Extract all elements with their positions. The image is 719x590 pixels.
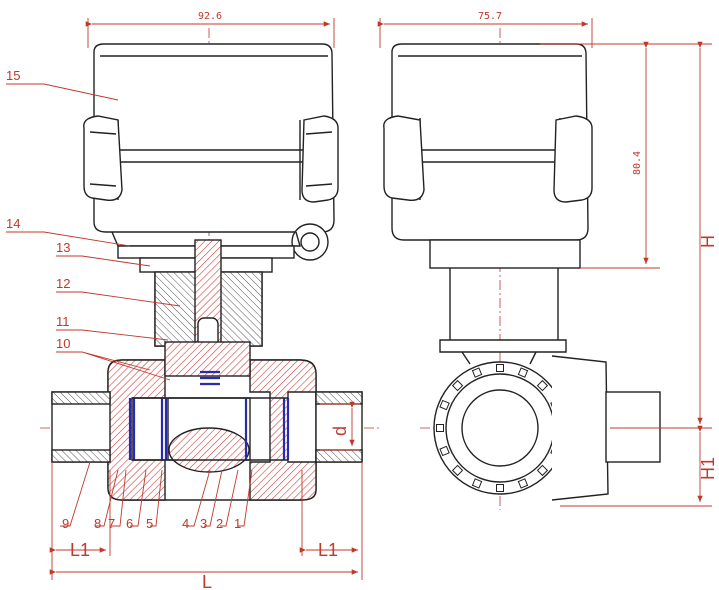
ring-bolt (451, 379, 464, 392)
dim-end-left: L1 (70, 540, 90, 560)
dim-end-right: L1 (318, 540, 338, 560)
dim-front-width: 92.6 (198, 11, 222, 22)
dim-total-height: H (698, 235, 718, 248)
part-label-10: 10 (56, 336, 70, 351)
dim-actuator-height: 80.4 (632, 151, 643, 175)
ring-bolt (471, 478, 483, 489)
ring-bolt (439, 445, 450, 457)
ring-bolt (517, 478, 529, 489)
side-view (383, 28, 661, 510)
part-label-4: 4 (182, 516, 189, 531)
part-label-15: 15 (6, 68, 20, 83)
ring-bolt (517, 367, 529, 378)
part-label-5: 5 (146, 516, 153, 531)
part-label-3: 3 (200, 516, 207, 531)
leader-lines (6, 83, 253, 527)
ring-bolt (536, 464, 549, 477)
part-label-12: 12 (56, 276, 70, 291)
ring-bolt (436, 424, 444, 432)
dim-lower-height: H1 (698, 457, 718, 480)
part-label-7: 7 (108, 516, 115, 531)
actuator-housing (83, 43, 339, 261)
part-label-14: 14 (6, 216, 20, 231)
ring-bolt (496, 484, 504, 492)
dim-length: L (202, 572, 212, 590)
dim-bore: d (330, 426, 350, 436)
ring-bolt (496, 364, 504, 372)
part-label-1: 1 (234, 516, 241, 531)
part-label-2: 2 (216, 516, 223, 531)
ring-bolt (536, 379, 549, 392)
front-view (40, 28, 380, 501)
part-label-6: 6 (126, 516, 133, 531)
part-label-9: 9 (62, 516, 69, 531)
ring-bolt (439, 399, 450, 411)
part-label-8: 8 (94, 516, 101, 531)
ring-bolt (471, 367, 483, 378)
part-label-13: 13 (56, 240, 70, 255)
dim-side-width: 75.7 (478, 11, 502, 22)
labels: 92.6 75.7 80.4 H H1 d L L1 L1 15 14 13 1… (6, 11, 718, 590)
dimension-lines (49, 18, 712, 580)
ring-bolt (451, 464, 464, 477)
part-label-11: 11 (56, 314, 70, 329)
